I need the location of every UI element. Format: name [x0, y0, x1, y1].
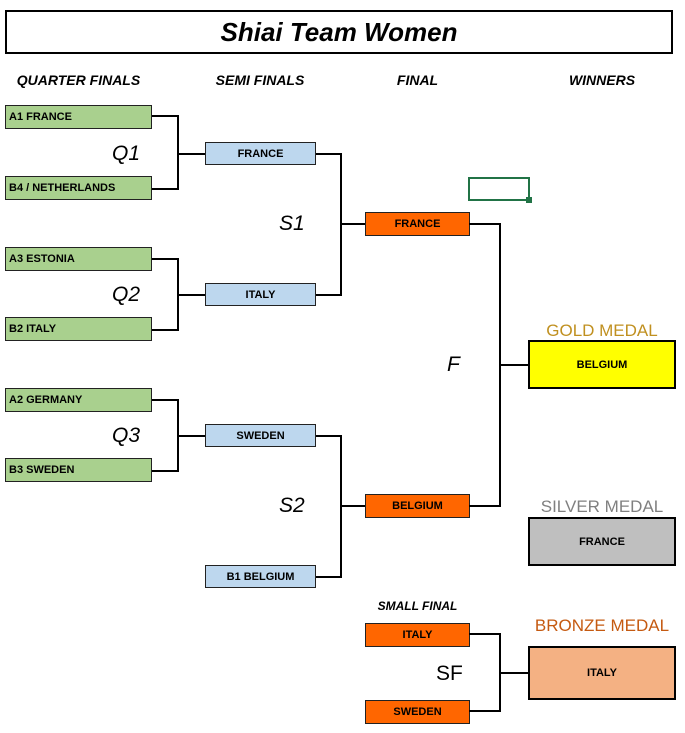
- connector: [177, 435, 205, 437]
- small-final-label: SF: [436, 662, 463, 685]
- final-team-a[interactable]: FRANCE: [365, 212, 470, 236]
- qf1-team-b[interactable]: B4 / NETHERLANDS: [5, 176, 152, 200]
- bronze-medal-team[interactable]: ITALY: [528, 646, 676, 700]
- qf2-team-b[interactable]: B2 ITALY: [5, 317, 152, 341]
- gold-medal-team[interactable]: BELGIUM: [528, 340, 676, 389]
- sf1-team-a[interactable]: FRANCE: [205, 142, 316, 165]
- column-header-final: FINAL: [396, 72, 439, 88]
- column-header-semi-finals: SEMI FINALS: [215, 72, 305, 88]
- qf3-team-a[interactable]: A2 GERMANY: [5, 388, 152, 412]
- connector: [152, 115, 179, 117]
- qf2-label: Q2: [112, 283, 141, 306]
- connector: [152, 470, 179, 472]
- connector: [316, 576, 342, 578]
- fill-handle[interactable]: [526, 197, 532, 203]
- column-header-winners: WINNERS: [568, 72, 636, 88]
- sf1-team-b[interactable]: ITALY: [205, 283, 316, 306]
- connector: [340, 505, 365, 507]
- sf2-team-b[interactable]: B1 BELGIUM: [205, 565, 316, 588]
- connector: [152, 188, 179, 190]
- small-final-team-b[interactable]: SWEDEN: [365, 700, 470, 724]
- column-header-quarter-finals: QUARTER FINALS: [16, 72, 141, 88]
- bronze-medal-label: BRONZE MEDAL: [534, 616, 670, 635]
- connector: [177, 294, 205, 296]
- gold-medal-label: GOLD MEDAL: [546, 321, 658, 340]
- sf2-team-a[interactable]: SWEDEN: [205, 424, 316, 447]
- connector: [469, 710, 501, 712]
- selected-cell[interactable]: [468, 177, 530, 201]
- qf3-label: Q3: [112, 424, 141, 447]
- sf1-label: S1: [279, 212, 305, 235]
- connector: [499, 364, 528, 366]
- connector: [316, 294, 342, 296]
- final-label: F: [447, 353, 460, 376]
- small-final-heading: SMALL FINAL: [377, 599, 458, 613]
- qf3-team-b[interactable]: B3 SWEDEN: [5, 458, 152, 482]
- silver-medal-team[interactable]: FRANCE: [528, 517, 676, 566]
- qf2-team-a[interactable]: A3 ESTONIA: [5, 247, 152, 271]
- connector: [469, 633, 501, 635]
- connector: [499, 672, 528, 674]
- silver-medal-label: SILVER MEDAL: [540, 497, 664, 516]
- final-team-b[interactable]: BELGIUM: [365, 494, 470, 518]
- connector: [152, 399, 179, 401]
- connector: [316, 153, 342, 155]
- qf1-label: Q1: [112, 142, 141, 165]
- connector: [152, 329, 179, 331]
- connector: [177, 153, 205, 155]
- qf1-team-a[interactable]: A1 FRANCE: [5, 105, 152, 129]
- connector: [152, 258, 179, 260]
- connector: [177, 115, 179, 190]
- connector: [469, 505, 501, 507]
- connector: [469, 223, 501, 225]
- sf2-label: S2: [279, 494, 305, 517]
- connector: [340, 223, 365, 225]
- page-title: Shiai Team Women: [5, 10, 673, 54]
- small-final-team-a[interactable]: ITALY: [365, 623, 470, 647]
- connector: [316, 435, 342, 437]
